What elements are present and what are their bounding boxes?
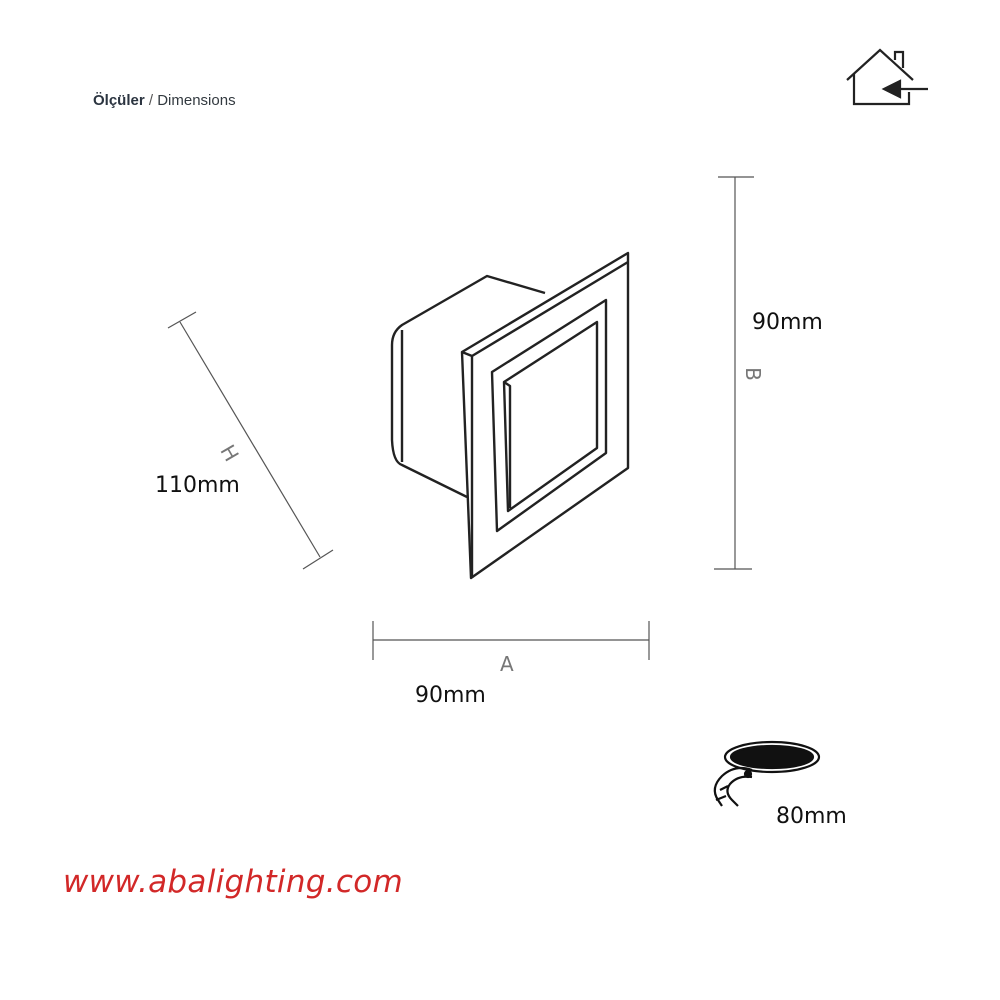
width-dimension-line — [372, 621, 650, 660]
website-link[interactable]: www.abalighting.com — [63, 864, 404, 900]
house-with-arrow-icon — [846, 48, 928, 106]
height-value: 110mm — [155, 473, 240, 498]
cutout-value: 80mm — [776, 804, 847, 829]
depth-value: 90mm — [752, 310, 823, 335]
luminaire-drawing — [390, 251, 630, 580]
height-dimension-line — [167, 311, 334, 570]
title-separator: / — [148, 92, 154, 109]
width-value: 90mm — [415, 683, 486, 708]
depth-letter: B — [740, 367, 765, 381]
title-turkish: Ölçüler — [93, 92, 145, 109]
page-title: Ölçüler / Dimensions — [93, 92, 236, 109]
width-letter: A — [500, 652, 514, 676]
depth-dimension-line — [714, 176, 754, 570]
title-english: Dimensions — [157, 92, 236, 109]
recessed-hole-icon — [713, 740, 821, 807]
